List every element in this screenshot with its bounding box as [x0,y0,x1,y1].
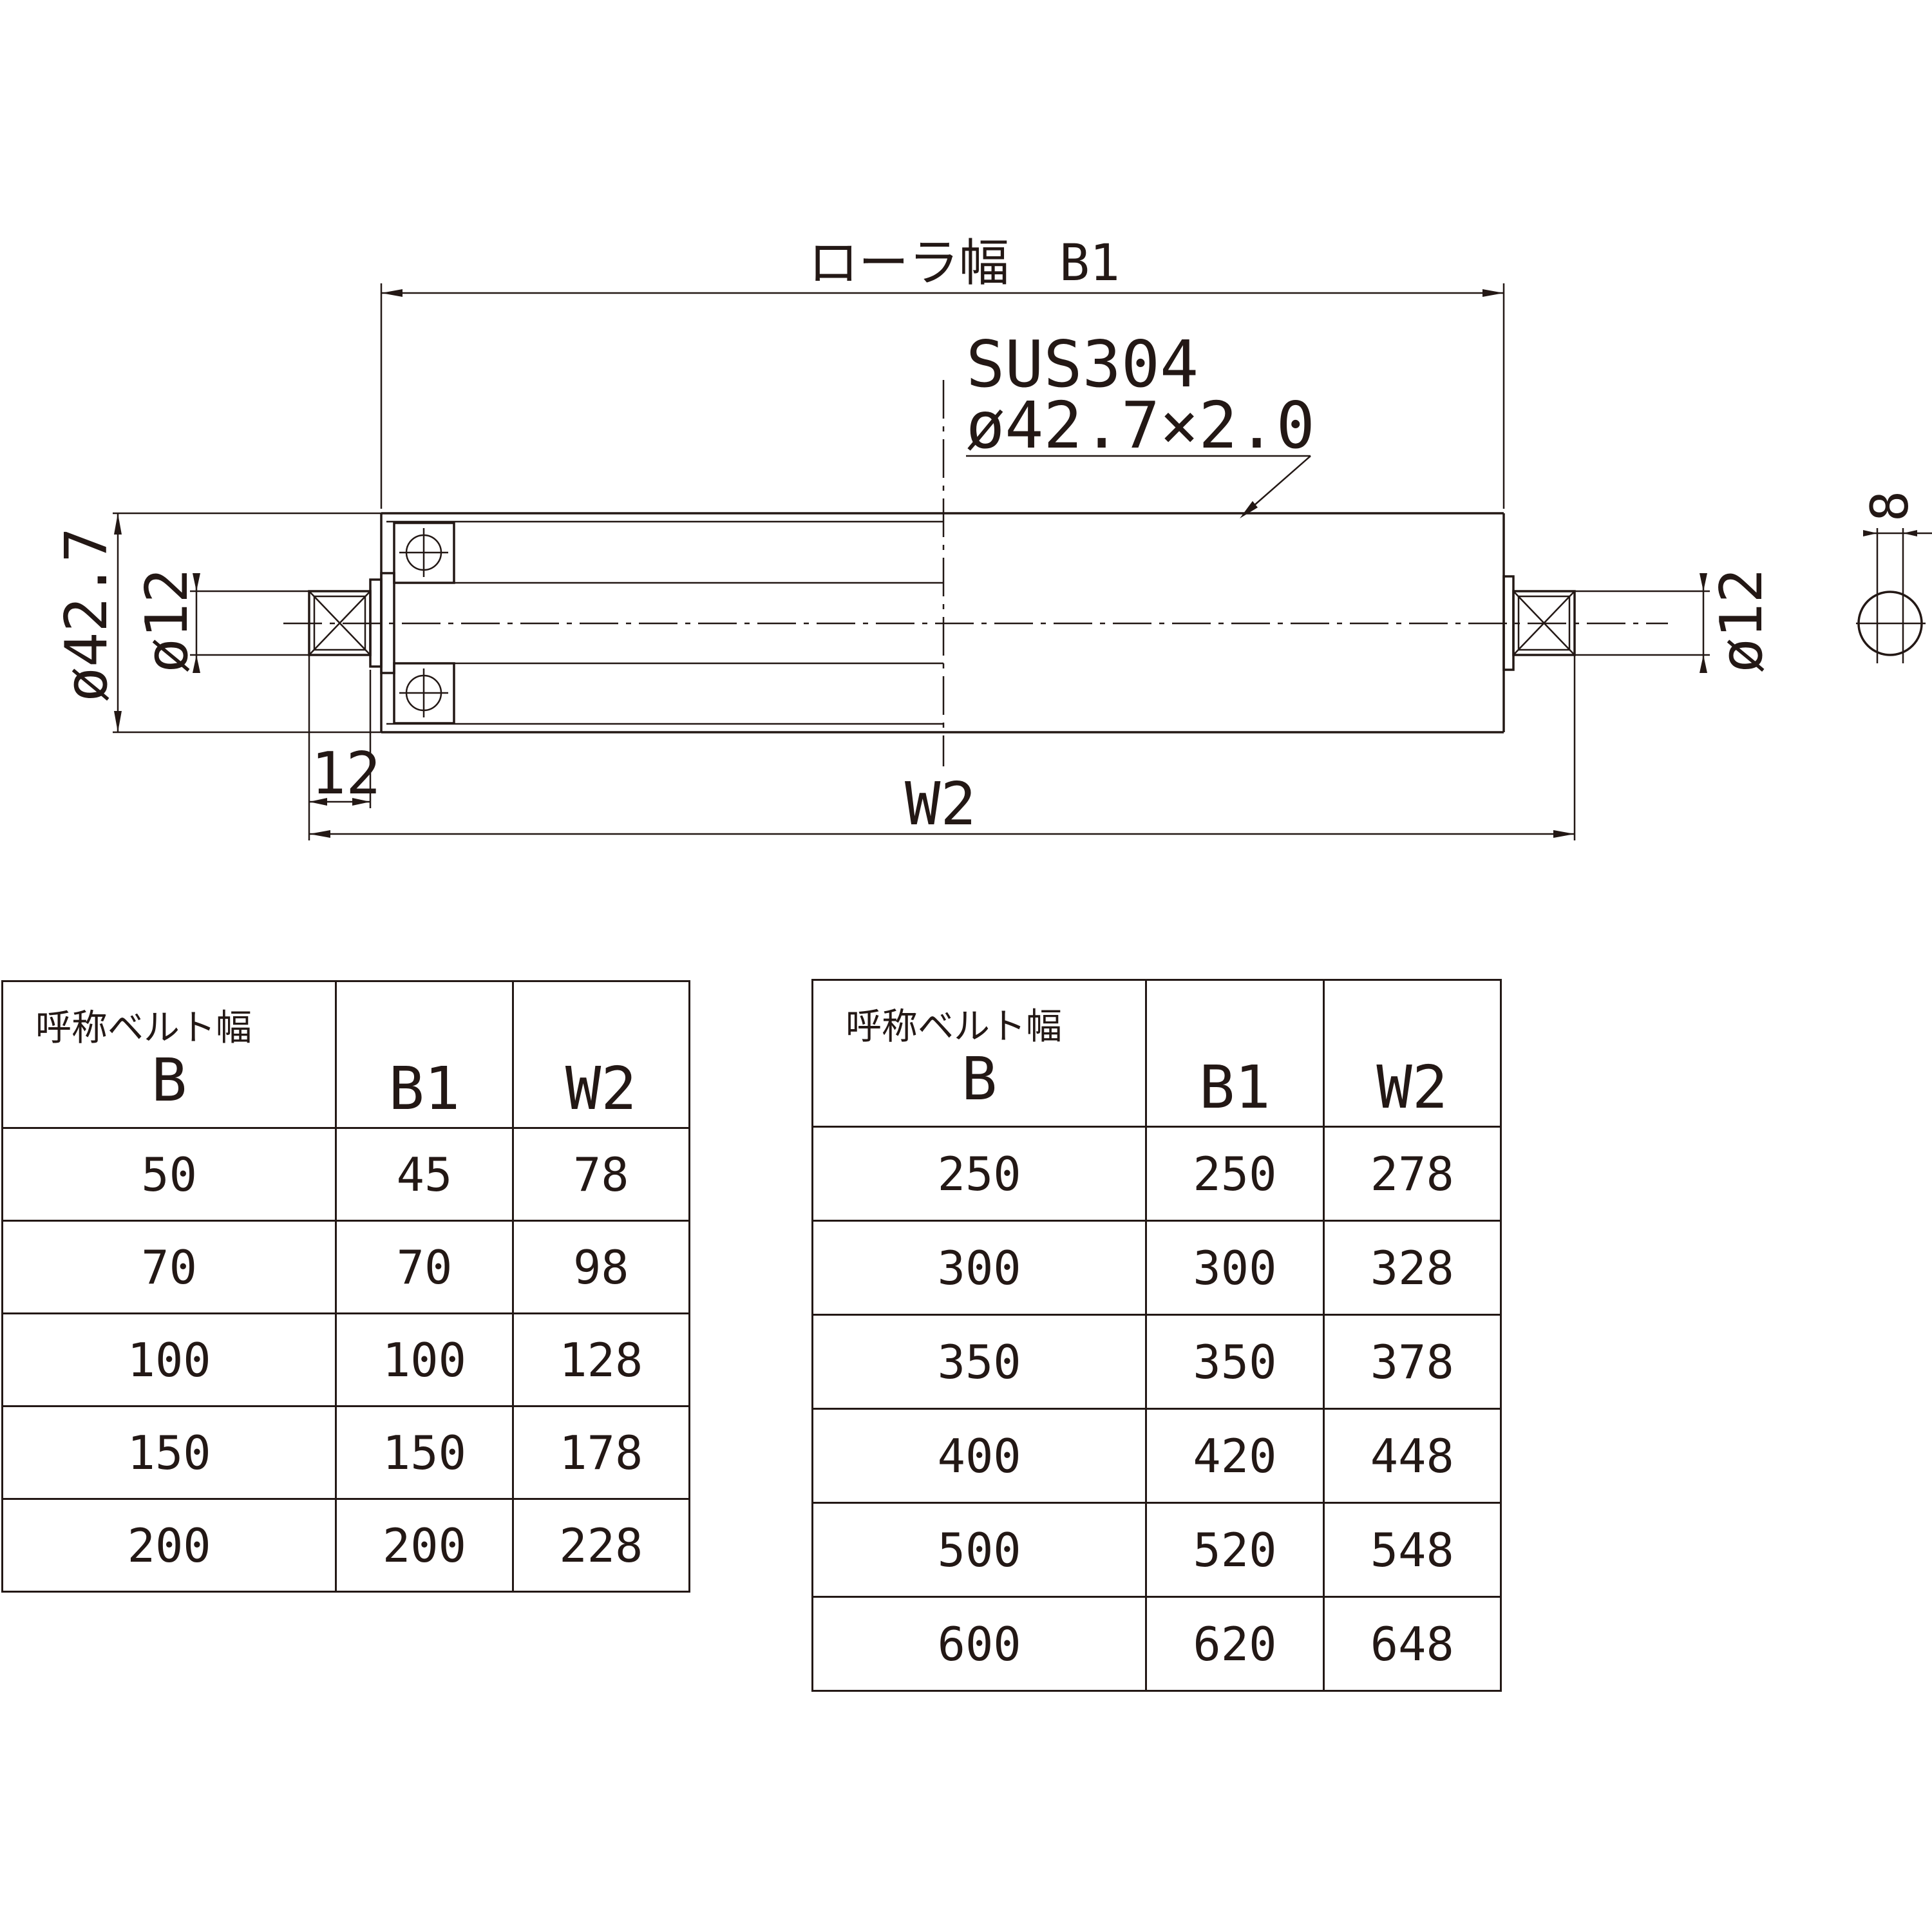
header-b1: B1 [335,980,514,1129]
right-shaft-diameter-dimension: ø12 [1575,568,1776,673]
cell-b1: 620 [1145,1596,1325,1692]
header-belt-width: 呼称ベルト幅 B [811,979,1148,1128]
cell-b1: 520 [1145,1502,1325,1598]
material-annotation: SUS304 ø42.7×2.0 [966,327,1315,518]
cell-w2: 648 [1322,1596,1502,1692]
cell-b: 500 [811,1502,1148,1598]
shaft-flat-dimension: 12 [308,655,381,840]
roller-body [369,380,1515,766]
table-header-row: 呼称ベルト幅 B B1 W2 [811,979,1502,1128]
end-view: 8 [1856,491,1932,663]
table-row: 100 100 128 [1,1312,691,1407]
tube-spec-label: ø42.7×2.0 [966,388,1315,463]
table-header-row: 呼称ベルト幅 B B1 W2 [1,980,691,1129]
header-name: 呼称ベルト幅 [35,1007,252,1049]
cell-b: 600 [811,1596,1148,1692]
cell-b1: 300 [1145,1220,1325,1316]
left-shaft-diameter-label: ø12 [133,568,201,673]
cell-b: 250 [811,1126,1148,1222]
cell-b: 100 [1,1312,337,1407]
table-row: 350 350 378 [811,1314,1502,1410]
table-row: 70 70 98 [1,1220,691,1314]
header-w2: W2 [1322,979,1502,1128]
cell-w2: 278 [1322,1126,1502,1222]
cell-w2: 328 [1322,1220,1502,1316]
cell-w2: 548 [1322,1502,1502,1598]
cell-b1: 70 [335,1220,514,1314]
cell-w2: 78 [511,1127,691,1222]
cell-b: 70 [1,1220,337,1314]
cell-w2: 228 [511,1498,691,1593]
cell-w2: 128 [511,1312,691,1407]
total-width-dimension: W2 [309,655,1576,840]
header-b: B [151,1046,187,1115]
cell-b1: 100 [335,1312,514,1407]
table-row: 200 200 228 [1,1498,691,1593]
cell-w2: 448 [1322,1408,1502,1504]
table-row: 250 250 278 [811,1126,1502,1222]
cell-b: 150 [1,1405,337,1500]
cell-b: 200 [1,1498,337,1593]
table-row: 500 520 548 [811,1502,1502,1598]
dimension-table-left: 呼称ベルト幅 B B1 W2 50 45 78 70 70 98 100 100… [1,980,691,1593]
header-b1: B1 [1145,979,1325,1128]
cell-b: 400 [811,1408,1148,1504]
table-row: 150 150 178 [1,1405,691,1500]
shaft-flat-label: 12 [311,740,381,808]
table-row: 600 620 648 [811,1596,1502,1692]
dimension-table-right: 呼称ベルト幅 B B1 W2 250 250 278 300 300 328 3… [811,979,1502,1692]
outer-diameter-dimension: ø42.7 [53,512,381,734]
cell-w2: 178 [511,1405,691,1500]
header-w2: W2 [511,980,691,1129]
cell-b: 350 [811,1314,1148,1410]
outer-diameter-label: ø42.7 [53,527,120,702]
table-row: 400 420 448 [811,1408,1502,1504]
cell-b1: 200 [335,1498,514,1593]
cell-b1: 45 [335,1127,514,1222]
flat-width-label: 8 [1860,491,1920,522]
table-row: 50 45 78 [1,1127,691,1222]
cell-b1: 420 [1145,1408,1325,1504]
roller-width-label: ローラ幅 B1 [808,234,1120,292]
roller-width-dimension: ローラ幅 B1 [380,234,1505,509]
header-name: 呼称ベルト幅 [846,1006,1062,1048]
header-b: B [961,1045,998,1113]
cell-b1: 250 [1145,1126,1325,1222]
cell-w2: 98 [511,1220,691,1314]
cell-b: 50 [1,1127,337,1222]
left-shaft-diameter-dimension: ø12 [133,568,309,673]
cell-b1: 150 [335,1405,514,1500]
cell-w2: 378 [1322,1314,1502,1410]
total-width-label: W2 [905,770,976,838]
table-row: 300 300 328 [811,1220,1502,1316]
right-shaft-diameter-label: ø12 [1708,568,1776,673]
cell-b1: 350 [1145,1314,1325,1410]
cell-b: 300 [811,1220,1148,1316]
header-belt-width: 呼称ベルト幅 B [1,980,337,1129]
material-label: SUS304 [966,327,1198,402]
